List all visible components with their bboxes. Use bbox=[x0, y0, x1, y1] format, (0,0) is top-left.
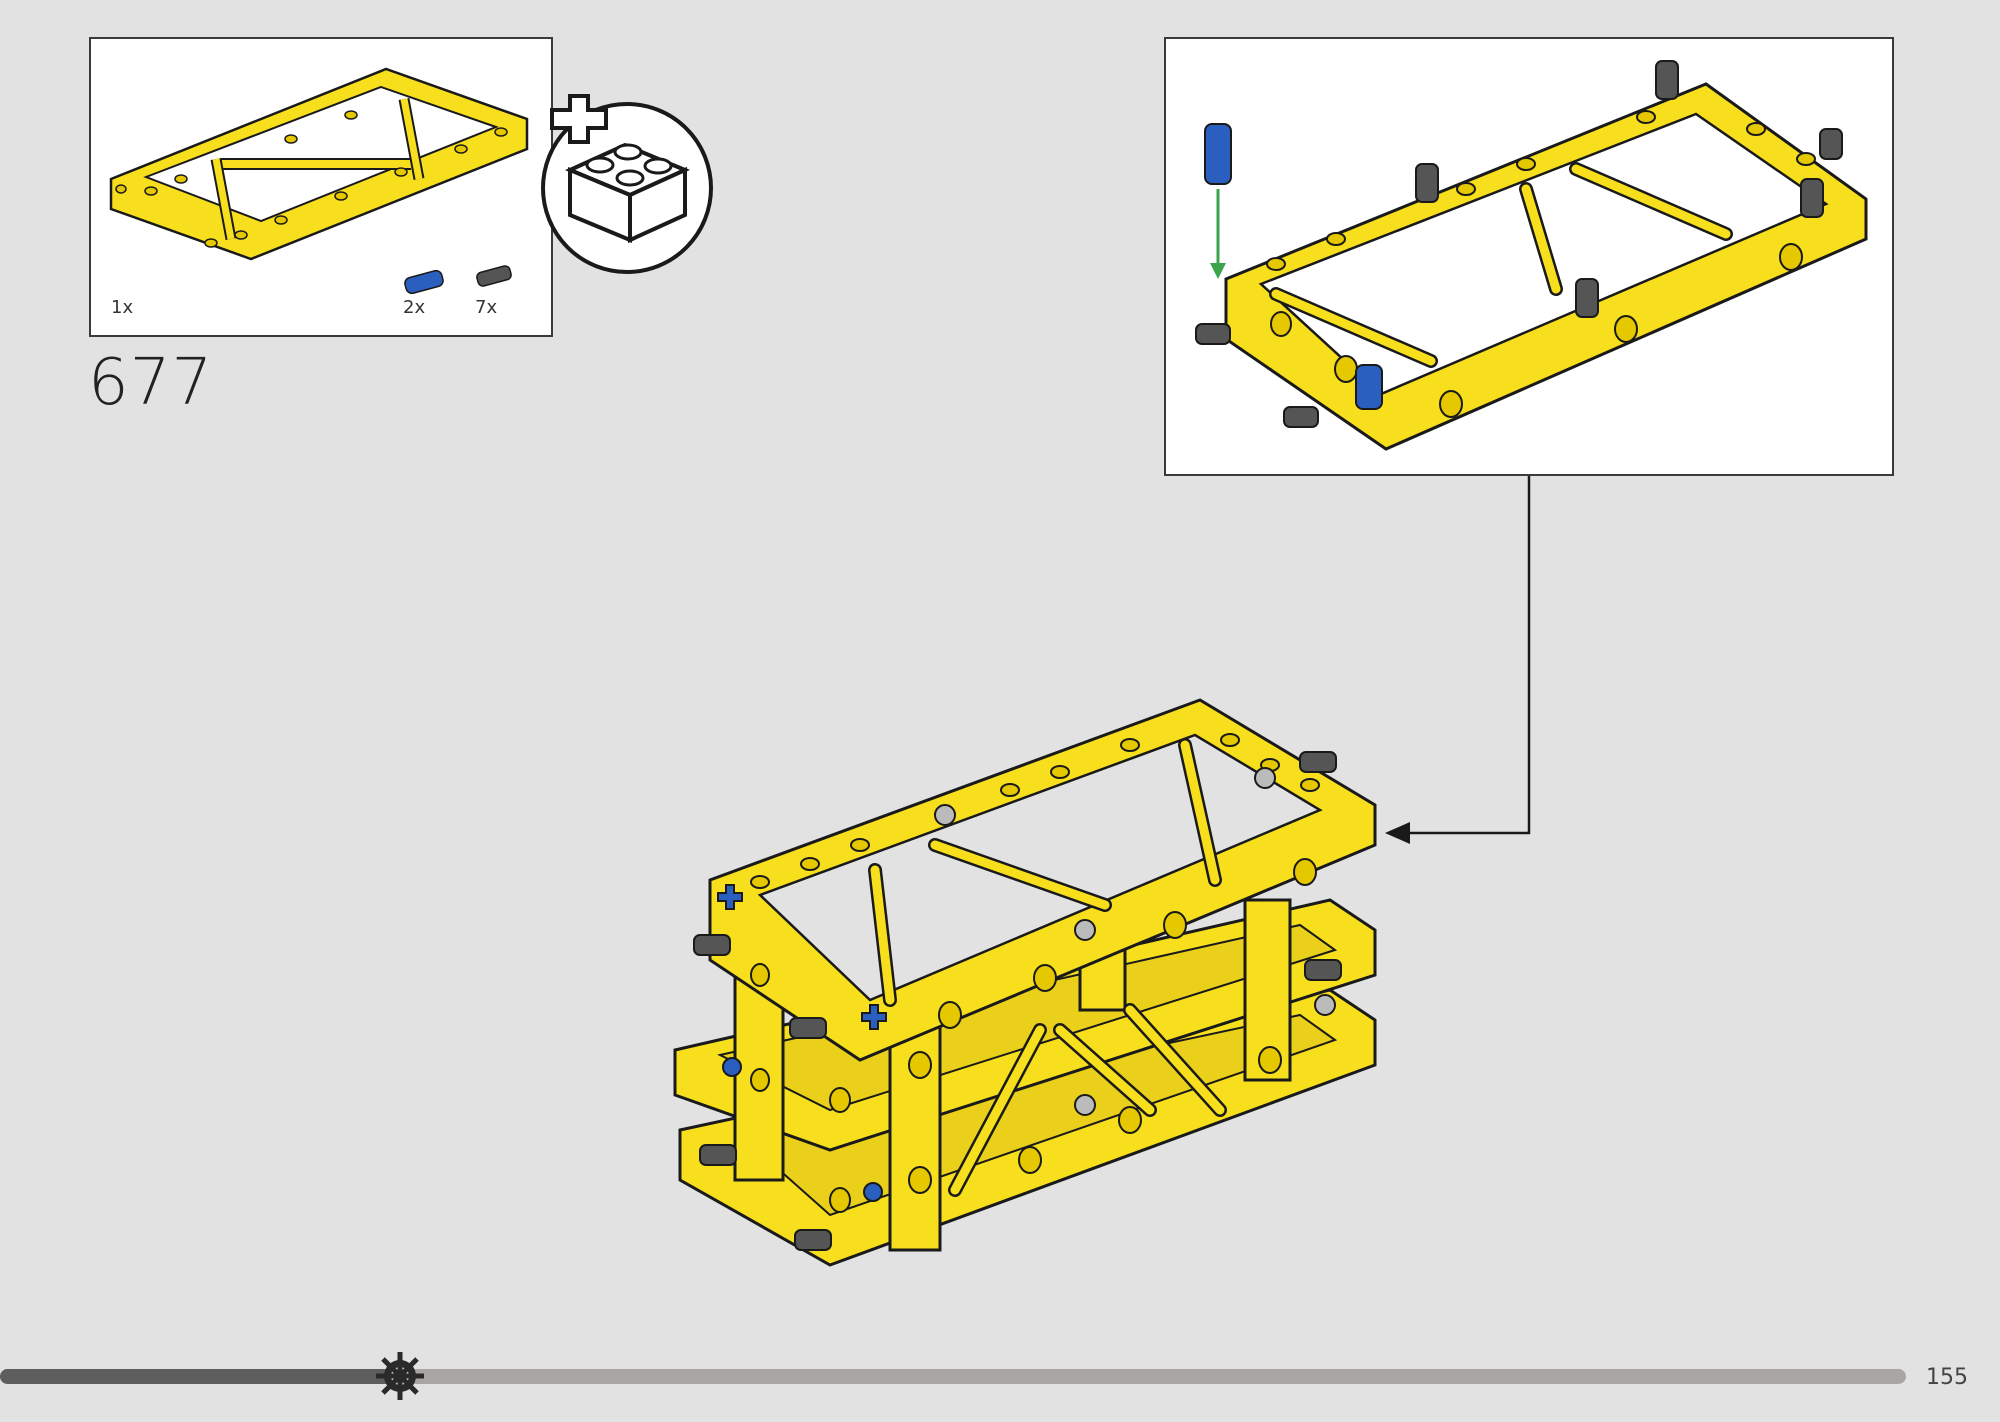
parts-list-box: 1x 2x 7x bbox=[89, 37, 553, 337]
detail-frame-illustration bbox=[1195, 60, 1868, 451]
part-black-friction-pin bbox=[476, 265, 512, 287]
part-blue-pin bbox=[404, 269, 444, 295]
part-qty-black-pin: 7x bbox=[475, 297, 498, 318]
main-assembly-illustration bbox=[673, 698, 1377, 1267]
progress-fill bbox=[0, 1369, 400, 1384]
gear-icon bbox=[376, 1352, 424, 1400]
detail-callout-box bbox=[1164, 37, 1894, 476]
add-brick-icon bbox=[541, 94, 713, 274]
part-qty-frame: 1x bbox=[111, 297, 134, 318]
page-number: 155 bbox=[1926, 1365, 1968, 1390]
progress-track bbox=[0, 1369, 1906, 1384]
parts-list-illustration bbox=[109, 67, 529, 295]
callout-connector bbox=[1385, 476, 1531, 844]
part-qty-blue-pin: 2x bbox=[403, 297, 426, 318]
insert-arrow bbox=[1210, 189, 1226, 279]
step-number: 677 bbox=[88, 346, 214, 420]
blue-pin-insert bbox=[1204, 123, 1383, 410]
progress-bar bbox=[0, 1352, 1906, 1400]
part-yellow-frame bbox=[109, 67, 529, 261]
pointer-arrow-icon bbox=[1385, 822, 1410, 844]
